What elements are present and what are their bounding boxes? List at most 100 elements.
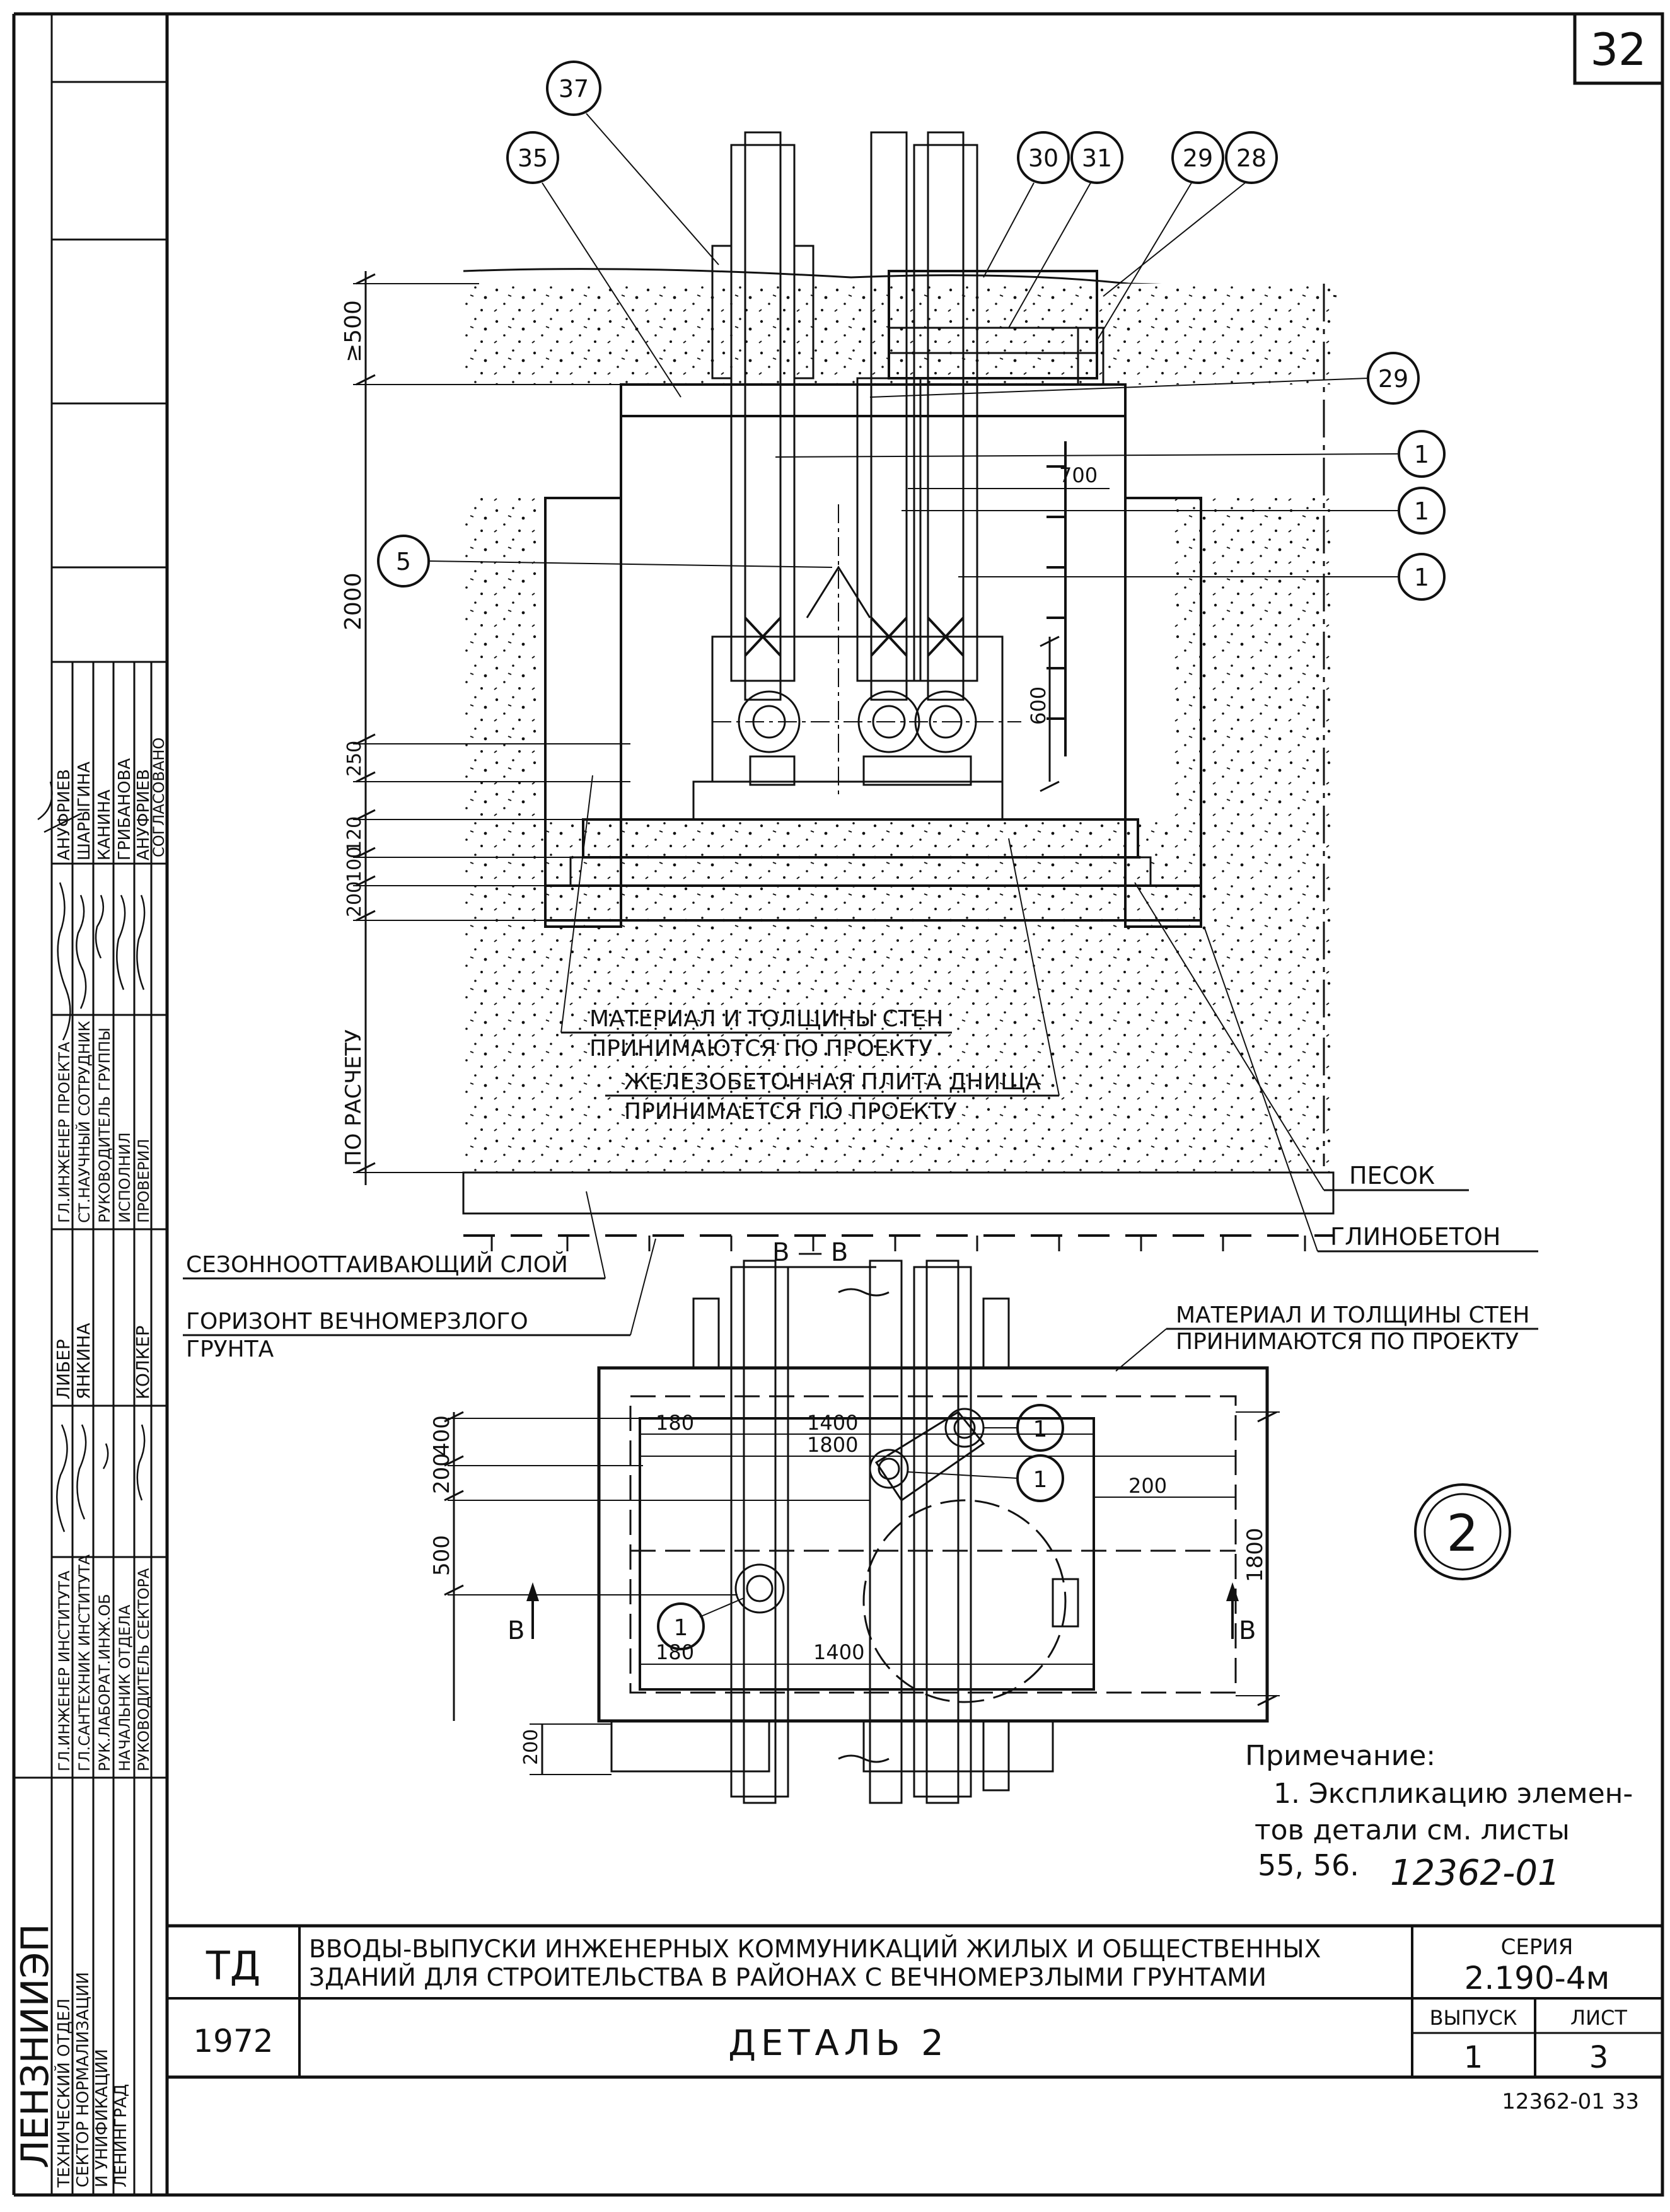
permafrost-label-line2: ГРУНТА xyxy=(186,1336,274,1362)
note-line2: тов детали см. листы xyxy=(1255,1814,1570,1846)
stamp-role: ГЛ.ИНЖЕНЕР ИНСТИТУТА xyxy=(55,1570,73,1771)
dim-200-bottom: 200 xyxy=(520,1729,542,1765)
dim-by-calc: ПО РАСЧЕТУ xyxy=(341,1029,366,1166)
dim-400: 400 xyxy=(429,1415,455,1456)
callout-31: 31 xyxy=(1082,144,1112,172)
stamp-name: ГРИБАНОВА xyxy=(115,758,134,860)
title-line1: ВВОДЫ-ВЫПУСКИ ИНЖЕНЕРНЫХ КОММУНИКАЦИЙ ЖИ… xyxy=(309,1934,1321,1964)
doc-code: ТД xyxy=(206,1943,260,1989)
footer-code: 12362-01 33 xyxy=(1502,2089,1639,2114)
callout-circle xyxy=(546,61,601,116)
dim-1800-top: 1800 xyxy=(807,1433,858,1457)
org-name: ЛЕНЗНИИЭП xyxy=(13,1923,57,2169)
org-line1: ТЕХНИЧЕСКИЙ ОТДЕЛ xyxy=(54,1998,74,2188)
dim-1400-top: 1400 xyxy=(807,1411,858,1435)
dim-100: 100 xyxy=(344,847,366,883)
stamp-role: РУК.ЛАБОРАТ.ИНЖ.ОБ xyxy=(96,1594,113,1771)
sheet-label: ЛИСТ xyxy=(1570,2006,1627,2030)
dim-600: 600 xyxy=(1026,686,1050,725)
stamp-name: КОЛКЕР xyxy=(132,1326,153,1399)
dim-500: 500 xyxy=(429,1535,455,1576)
dim-200-plan: 200 xyxy=(429,1453,455,1494)
dim-1400-bottom: 1400 xyxy=(813,1640,864,1664)
callout-35: 35 xyxy=(518,144,548,172)
seasonal-layer-label: СЕЗОННООТТАИВАЮЩИЙ СЛОЙ xyxy=(186,1251,568,1278)
dim-700: 700 xyxy=(1059,463,1098,487)
title-block: ТД 1972 ВВОДЫ-ВЫПУСКИ ИНЖЕНЕРНЫХ КОММУНИ… xyxy=(165,1924,1664,2079)
callout-1d: 1 xyxy=(1033,1416,1048,1442)
stamp-name: ЯНКИНА xyxy=(73,1323,94,1399)
sand-label: ПЕСОК xyxy=(1349,1162,1435,1190)
stamp-role: ГЛ.ИНЖЕНЕР ПРОЕКТА xyxy=(55,1041,73,1223)
note-line3: 55, 56. xyxy=(1258,1848,1359,1882)
dim-2000: 2000 xyxy=(340,572,366,630)
stamp-role: ПРОВЕРИЛ xyxy=(135,1138,153,1223)
section-arrow-left-label: В xyxy=(507,1616,525,1645)
signatures xyxy=(37,781,146,1532)
section-arrow-right-label: В xyxy=(1239,1616,1256,1645)
doc-year: 1972 xyxy=(193,2023,273,2059)
dim-200: 200 xyxy=(344,881,366,917)
dim-180-bottom: 180 xyxy=(656,1640,694,1664)
stamp-name: АНУФРИЕВ xyxy=(134,769,153,860)
callout-1e: 1 xyxy=(1033,1467,1048,1493)
series-value: 2.190-4м xyxy=(1464,1960,1610,1996)
callout-5: 5 xyxy=(396,548,411,576)
plan-callouts: 1 1 1 2 xyxy=(657,1404,1511,1650)
title-line2: ЗДАНИЙ ДЛЯ СТРОИТЕЛЬСТВА В РАЙОНАХ С ВЕЧ… xyxy=(309,1962,1267,1992)
stamp-role: ИСПОЛНИЛ xyxy=(116,1132,134,1223)
permafrost-label-line1: ГОРИЗОНТ ВЕЧНОМЕРЗЛОГО xyxy=(186,1309,528,1335)
callout-1a: 1 xyxy=(1414,441,1429,468)
slab-note-line1: ЖЕЛЕЗОБЕТОННАЯ ПЛИТА ДНИЩА xyxy=(624,1069,1041,1095)
dim-180-top: 180 xyxy=(656,1411,694,1435)
section-mark: В — В xyxy=(772,1238,848,1267)
dim-500: ≥500 xyxy=(340,300,366,362)
plan-dimensions: 400 200 500 180 1400 1800 200 1800 180 1… xyxy=(429,1411,1268,1765)
handwritten-code: 12362-01 xyxy=(1390,1853,1560,1894)
section-marks: В — В В В xyxy=(507,1238,1256,1645)
approved-label: СОГЛАСОВАНО xyxy=(150,738,168,857)
stamp-name: ШАРЫГИНА xyxy=(75,761,94,860)
org-line3: И УНИФИКАЦИИ xyxy=(93,2049,112,2187)
section-view xyxy=(353,131,1337,1251)
dim-120: 120 xyxy=(344,816,366,852)
slab-note-line2: ПРИНИМАЕТСЯ ПО ПРОЕКТУ xyxy=(624,1099,957,1125)
stamp-name: АНУФРИЕВ xyxy=(55,769,74,860)
plan-view xyxy=(444,1259,1280,1804)
sheet-number-box: 32 xyxy=(1573,12,1664,85)
stamp-role: НАЧАЛЬНИК ОТДЕЛА xyxy=(116,1604,134,1771)
stamp-role: РУКОВОДИТЕЛЬ ГРУППЫ xyxy=(96,1028,113,1223)
walls-note-line1: МАТЕРИАЛ И ТОЛЩИНЫ СТЕН xyxy=(589,1006,944,1032)
sheet-number: 32 xyxy=(1590,24,1646,76)
series-label: СЕРИЯ xyxy=(1501,1935,1574,1960)
org-line2: СЕКТОР НОРМАЛИЗАЦИИ xyxy=(74,1972,93,2187)
stamp-role: СТ.НАУЧНЫЙ СОТРУДНИК xyxy=(75,1021,93,1223)
walls-note-line2: ПРИНИМАЮТСЯ ПО ПРОЕКТУ xyxy=(589,1036,932,1062)
callout-28: 28 xyxy=(1236,144,1267,172)
note-heading: Примечание: xyxy=(1245,1740,1435,1772)
callout-1c: 1 xyxy=(1414,564,1429,591)
dim-1800-vertical: 1800 xyxy=(1243,1527,1268,1582)
callout-1b: 1 xyxy=(1414,497,1429,525)
dim-250: 250 xyxy=(344,741,366,777)
callout-37: 37 xyxy=(559,75,589,103)
dim-200-right: 200 xyxy=(1128,1474,1167,1498)
sheet-frame xyxy=(12,12,1664,2197)
issue-label: ВЫПУСК xyxy=(1430,2006,1517,2030)
section-callouts: 37 35 30 31 29 28 29 1 1 1 5 xyxy=(377,61,1446,601)
drawing-subtitle: ДЕТАЛЬ 2 xyxy=(728,2023,949,2064)
callout-29b: 29 xyxy=(1378,365,1408,393)
callout-29a: 29 xyxy=(1183,144,1213,172)
plan-walls-note-line1: МАТЕРИАЛ И ТОЛЩИНЫ СТЕН xyxy=(1176,1302,1530,1328)
sheet-value: 3 xyxy=(1589,2040,1609,2075)
stamp-name: ЛИБЕР xyxy=(53,1339,74,1399)
stamp-role: РУКОВОДИТЕЛЬ СЕКТОРА xyxy=(135,1568,153,1771)
callout-1f: 1 xyxy=(674,1615,688,1641)
note-block: Примечание: 1. Экспликацию элемен- тов д… xyxy=(1245,1740,1633,1894)
detail-number-circle: 2 xyxy=(1447,1504,1479,1563)
callout-30: 30 xyxy=(1028,144,1058,172)
note-line1: 1. Экспликацию элемен- xyxy=(1273,1778,1633,1810)
section-dimensions: ≥500 2000 250 120 100 200 ПО РАСЧЕТУ 700… xyxy=(340,300,1098,1166)
section-annotations: МАТЕРИАЛ И ТОЛЩИНЫ СТЕН ПРИНИМАЮТСЯ ПО П… xyxy=(183,775,1538,1362)
